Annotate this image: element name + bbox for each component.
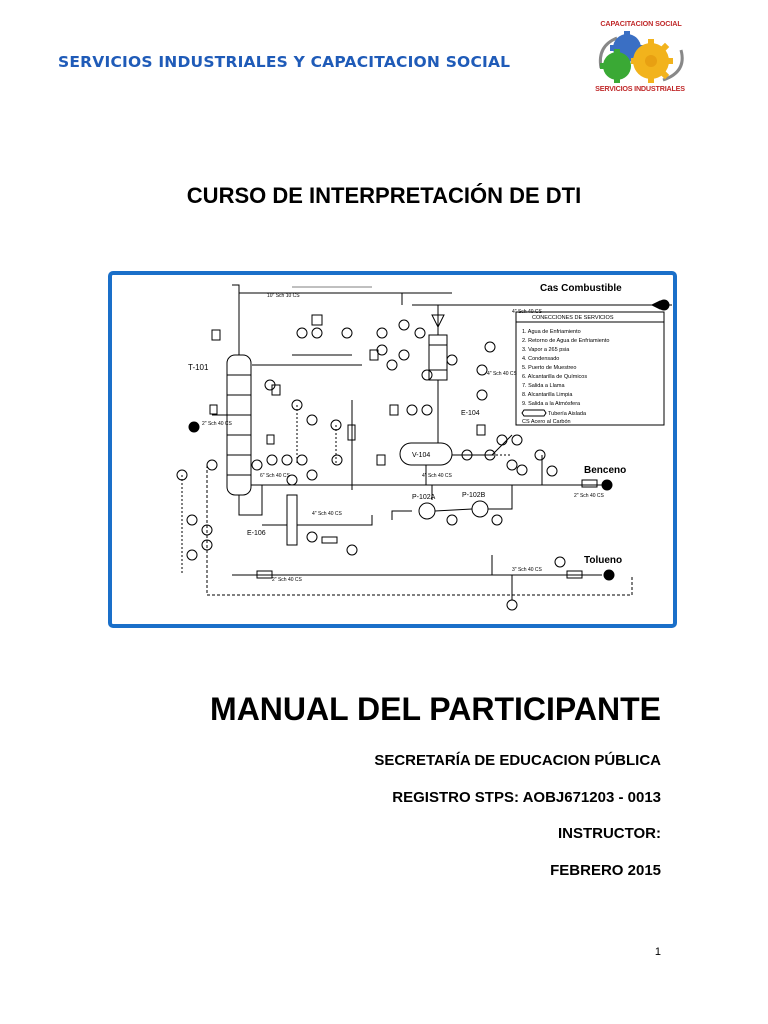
registration-number: REGISTRO STPS: AOBJ671203 - 0013 (392, 789, 661, 806)
pid-diagram: T-101 10" Sch 10 CS 2" Sch 40 CS (108, 271, 677, 628)
page-number: 1 (654, 946, 661, 958)
legend-insulated-pipe: Tubería Aislada (548, 411, 587, 417)
legend-item: 3. Vapor a 265 psia (522, 347, 570, 353)
instructor-label: INSTRUCTOR: (557, 825, 661, 842)
svg-text:4" Sch 40 CS: 4" Sch 40 CS (487, 371, 518, 377)
organization-name: SERVICIOS INDUSTRIALES Y CAPACITACION SO… (58, 53, 511, 71)
vessel-label: V-104 (412, 452, 430, 459)
legend-item: 8. Alcantarilla Limpia (522, 392, 573, 398)
svg-text:2" Sch 40 CS: 2" Sch 40 CS (202, 421, 233, 427)
svg-text:10" Sch 10 CS: 10" Sch 10 CS (267, 293, 300, 299)
exchanger-top-label: E-104 (461, 410, 480, 417)
svg-text:4" Sch 40 CS: 4" Sch 40 CS (312, 511, 343, 517)
svg-text:2" Sch 40 CS: 2" Sch 40 CS (574, 493, 605, 499)
pump-a-label: P-102A (412, 494, 436, 501)
pump-b-label: P-102B (462, 492, 486, 499)
company-logo: CAPACITACION SOCIAL SERVICIOS INDUSTRIAL… (585, 14, 695, 98)
svg-text:4" Sch 40 CS: 4" Sch 40 CS (422, 473, 453, 479)
legend-item: 7. Salida a Llama (522, 383, 565, 389)
legend-title: CONECCIONES DE SERVICIOS (532, 315, 614, 321)
svg-text:3" Sch 40 CS: 3" Sch 40 CS (512, 567, 543, 573)
services-legend (515, 311, 665, 426)
legend-carbon-steel: CS Acero al Carbón (522, 419, 571, 425)
manual-title: MANUAL DEL PARTICIPANTE (210, 691, 661, 727)
pump-a (418, 502, 436, 520)
legend-item: 4. Condensado (522, 356, 559, 362)
institution-name: SECRETARÍA DE EDUCACION PÚBLICA (374, 752, 661, 769)
toluene-label: Tolueno (584, 555, 622, 566)
column-label: T-101 (188, 363, 209, 372)
benzene-label: Benceno (584, 465, 626, 476)
legend-item: 5. Puerto de Muestreo (522, 365, 576, 371)
exchanger-e106 (286, 494, 298, 546)
legend-item: 1. Agua de Enfriamiento (522, 329, 581, 335)
logo-top-text: CAPACITACION SOCIAL (600, 19, 682, 28)
pump-b (471, 500, 489, 518)
gears-icon (598, 31, 684, 83)
pid-drawing: T-101 10" Sch 10 CS 2" Sch 40 CS (176, 283, 672, 611)
logo-bottom-text: SERVICIOS INDUSTRIALES (595, 84, 685, 93)
svg-text:2" Sch 40 CS: 2" Sch 40 CS (272, 577, 303, 583)
legend-item: 2. Retorno de Agua de Enfriamiento (522, 338, 609, 344)
legend-item: 6. Alcantarilla de Químicos (522, 374, 587, 380)
legend-item: 9. Salida a la Atmósfera (522, 401, 581, 407)
exchanger-bottom-label: E-106 (247, 530, 266, 537)
svg-text:6" Sch 40 CS: 6" Sch 40 CS (260, 473, 291, 479)
document-date: FEBRERO 2015 (550, 862, 661, 879)
gas-label: Cas Combustible (540, 283, 622, 294)
course-title: CURSO DE INTERPRETACIÓN DE DTI (186, 183, 582, 208)
